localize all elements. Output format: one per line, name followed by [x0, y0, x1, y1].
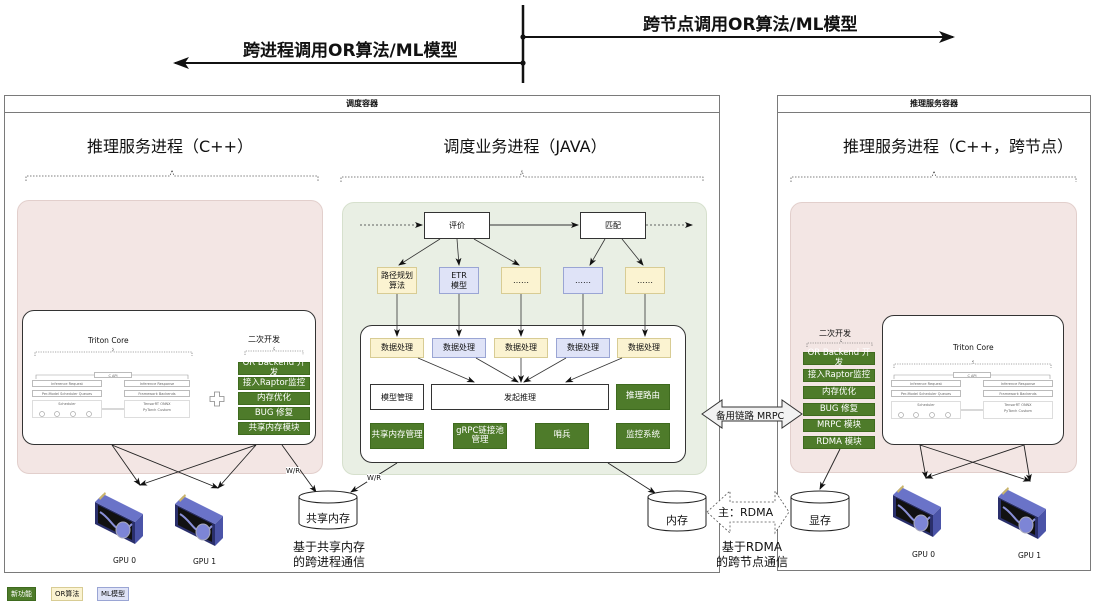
algorithm-placeholder: …… — [625, 267, 665, 294]
backend-item: ONNX — [160, 402, 171, 406]
remote-backend-list-box: TensorRT ONNX PyTorch Custom — [983, 401, 1053, 419]
module-grpc-pool: gRPC链接池管理 — [453, 423, 507, 449]
gpu-card-icon — [997, 486, 1047, 540]
gpu-label: GPU 0 — [912, 550, 935, 559]
c-api-box: C API — [94, 372, 132, 378]
data-processing-box: 数据处理 — [617, 338, 671, 358]
feature-bug-fix: BUG 修复 — [238, 407, 310, 420]
remote-framework-backends-box: Framework Backends — [983, 390, 1053, 397]
vram-cylinder — [790, 490, 850, 532]
backend-item: Custom — [157, 408, 171, 412]
shared-memory-label: 共享内存 — [306, 512, 350, 525]
gpu-label: GPU 1 — [193, 557, 216, 566]
remote-inference-response-box: Inference Response — [983, 380, 1053, 387]
primary-rdma-arrow — [706, 489, 790, 535]
backend-item: TensorRT — [1004, 403, 1021, 407]
gpu-label: GPU 0 — [113, 556, 136, 565]
inference-container-title: 推理服务容器 — [778, 96, 1090, 113]
backend-item: PyTorch — [1004, 409, 1018, 413]
inference-response-box: Inference Response — [124, 380, 190, 387]
backend-item: PyTorch — [143, 408, 157, 412]
inference-process-title: 推理服务进程（C++） — [87, 137, 253, 156]
legend-ml-model: ML模型 — [97, 587, 129, 601]
remote-inference-request-box: Inference Request — [891, 380, 961, 387]
gpu-card-icon — [94, 491, 144, 545]
remote-feature-raptor-monitor: 接入Raptor监控 — [803, 369, 875, 382]
feature-or-backend: OR Backend 开发 — [238, 358, 310, 377]
backup-link-arrow — [701, 399, 803, 429]
business-process-title: 调度业务进程（JAVA） — [443, 137, 607, 156]
plus-icon — [209, 391, 225, 407]
remote-feature-rdma: RDMA 模块 — [803, 436, 875, 449]
wr-label: W/R — [286, 467, 301, 475]
remote-scheduler-label: Scheduler — [917, 403, 935, 407]
legend-or-algorithm: OR算法 — [51, 587, 84, 601]
shared-memory-caption: 基于共享内存 的跨进程通信 — [292, 540, 365, 569]
memory-cylinder — [647, 490, 707, 532]
scheduling-container-title: 调度容器 — [5, 96, 719, 113]
framework-backends-box: Framework Backends — [124, 390, 190, 397]
scheduler-queues-box: Per-Model Scheduler Queues — [32, 390, 102, 397]
initiate-inference: 发起推理 — [431, 384, 609, 410]
model-etr: ETR 模型 — [439, 267, 479, 294]
gpu-card-icon — [174, 493, 224, 547]
remote-inference-process-title: 推理服务进程（C++，跨节点） — [843, 137, 1073, 156]
model-placeholder: …… — [563, 267, 603, 294]
backend-item: TensorRT — [143, 402, 160, 406]
cross-process-banner: 跨进程调用OR算法/ML模型 — [243, 41, 458, 61]
remote-feature-mrpc: MRPC 模块 — [803, 419, 875, 432]
primary-link-label: 主：RDMA — [718, 506, 774, 519]
gpu-label: GPU 1 — [1018, 551, 1041, 560]
backend-item: ONNX — [1021, 403, 1032, 407]
feature-raptor-monitor: 接入Raptor监控 — [238, 377, 310, 390]
feature-shared-memory: 共享内存模块 — [238, 422, 310, 435]
secondary-dev-title: 二次开发 — [248, 335, 280, 344]
model-management: 模型管理 — [370, 384, 424, 410]
stage-match: 匹配 — [580, 212, 646, 239]
remote-feature-memory-optimization: 内存优化 — [803, 386, 875, 399]
module-shared-memory-mgmt: 共享内存管理 — [370, 423, 424, 449]
data-processing-box: 数据处理 — [556, 338, 610, 358]
brace-right — [790, 169, 1077, 182]
remote-scheduler-box: Scheduler — [891, 401, 961, 419]
remote-c-api-box: C API — [953, 372, 991, 378]
cross-node-banner: 跨节点调用OR算法/ML模型 — [643, 15, 858, 35]
stage-evaluate: 评价 — [424, 212, 490, 239]
remote-secondary-dev-title: 二次开发 — [819, 329, 851, 338]
scheduler-label: Scheduler — [58, 402, 76, 406]
remote-scheduler-queues-box: Per-Model Scheduler Queues — [891, 390, 961, 397]
remote-triton-core-title: Triton Core — [953, 343, 994, 352]
inference-request-box: Inference Request — [32, 380, 102, 387]
backend-list-box: TensorRT ONNX PyTorch Custom — [124, 400, 190, 418]
vram-label: 显存 — [809, 514, 831, 527]
gpu-card-icon — [892, 484, 942, 538]
brace-center — [340, 169, 704, 182]
wr-label: W/R — [367, 474, 382, 482]
feature-memory-optimization: 内存优化 — [238, 392, 310, 405]
triton-core-title: Triton Core — [88, 336, 129, 345]
rdma-caption: 基于RDMA 的跨节点通信 — [715, 540, 788, 569]
module-sentinel: 哨兵 — [535, 423, 589, 449]
legend-new-feature: 新功能 — [7, 587, 36, 601]
remote-feature-bug-fix: BUG 修复 — [803, 403, 875, 416]
module-monitoring: 监控系统 — [616, 423, 670, 449]
backend-item: Custom — [1018, 409, 1032, 413]
scheduler-box: Scheduler — [32, 400, 102, 418]
data-processing-box: 数据处理 — [494, 338, 548, 358]
shared-memory-cylinder — [298, 490, 358, 530]
memory-label: 内存 — [666, 514, 688, 527]
data-processing-box: 数据处理 — [370, 338, 424, 358]
remote-feature-or-backend: OR Backend 开发 — [803, 348, 875, 367]
backup-link-label: 备用链路 MRPC — [716, 411, 785, 422]
brace-left — [25, 168, 319, 181]
inference-routing: 推理路由 — [616, 384, 670, 410]
data-processing-box: 数据处理 — [432, 338, 486, 358]
algorithm-placeholder: …… — [501, 267, 541, 294]
algorithm-route-planning: 路径规划 算法 — [377, 267, 417, 294]
